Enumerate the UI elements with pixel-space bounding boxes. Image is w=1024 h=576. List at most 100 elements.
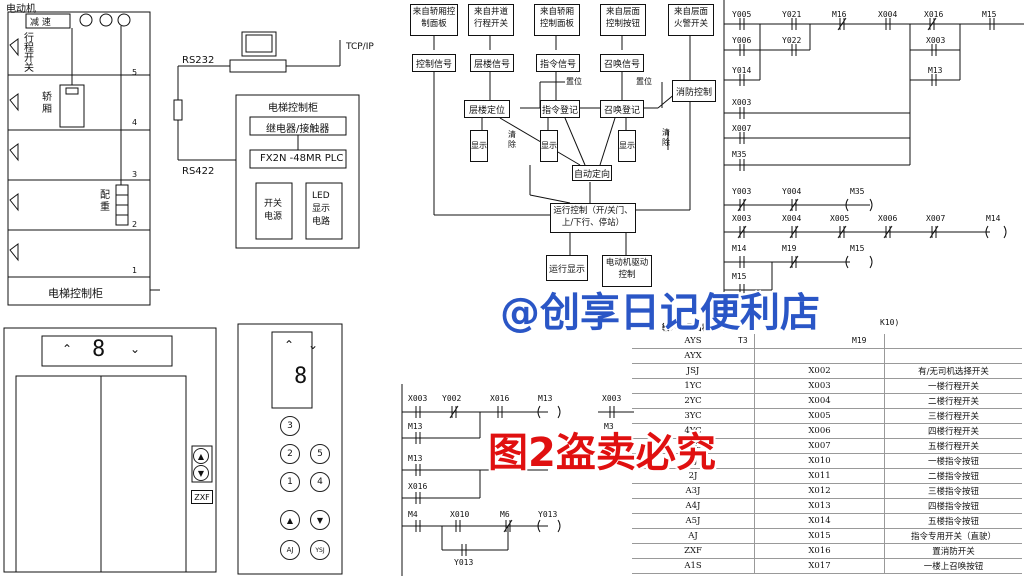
ladder-top-r8-5: M14 (986, 214, 1001, 223)
ladder-bot-r6-0: Y013 (454, 558, 474, 567)
landing-door-drawing (3, 327, 217, 573)
elevator-shaft-diagram: 电动机 减 速 行程开关 轿厢 配重 5 4 3 2 1 电梯控制柜 (0, 0, 160, 310)
io-table-cell: 二楼指令按钮 (884, 468, 1022, 484)
io-table-cell: 一楼上召唤按钮 (884, 558, 1022, 574)
watermark-copyright: 图2盗卖必究 (488, 430, 716, 476)
io-table-cell: A4J (632, 498, 755, 514)
command-signal: 指令信号 (536, 54, 580, 72)
car-label: 轿厢 (42, 92, 52, 115)
io-table-cell: AJ (632, 528, 755, 544)
cop-floor-button-3[interactable]: 3 (280, 416, 300, 436)
cop-floor-button-5[interactable]: 5 (310, 444, 330, 464)
io-table-cell: 二楼行程开关 (884, 393, 1022, 409)
floor-2: 2 (132, 220, 138, 229)
io-table-cell: 2J (632, 468, 755, 484)
ladder-top-r5-0: X007 (732, 124, 752, 133)
src-shaft-switch: 来自井道行程开关 (468, 4, 514, 36)
set-label-1: 置位 (566, 77, 582, 86)
ladder-bottom-drawing (401, 384, 634, 576)
run-control: 运行控制（开/关门、上/下行、停站） (550, 203, 636, 233)
ladder-bot-r3-0: M13 (408, 454, 423, 463)
ladder-top-r4-0: X003 (732, 98, 752, 107)
io-table-cell: 指令专用开关（直驶） (884, 528, 1022, 544)
command-register: 指令登记 (540, 100, 580, 118)
landing-call-down-button[interactable]: ▼ (193, 465, 209, 481)
motor-drive-control: 电动机驱动控制 (602, 255, 652, 287)
io-table-cell: A1S (632, 558, 755, 574)
io-table-cell (884, 334, 1022, 349)
cop-aj-button[interactable]: AJ (280, 540, 300, 560)
run-display: 运行显示 (546, 255, 588, 281)
ladder-bot-r4-0: X016 (408, 482, 428, 491)
counterweight-label: 配重 (100, 190, 110, 213)
cop-down-arrow-icon: ⌄ (308, 338, 319, 352)
limit-switch-label: 行程开关 (24, 33, 34, 74)
io-table-cell: X003 (754, 378, 885, 394)
call-register: 召唤登记 (600, 100, 644, 118)
cop-floor-button-1[interactable]: 1 (280, 472, 300, 492)
ladder-top-r3-0: Y014 (732, 66, 752, 75)
shaft-cabinet-label: 电梯控制柜 (48, 287, 103, 300)
ladder-top-r1-1: Y021 (782, 10, 802, 19)
clear-label-1: 清除 (508, 130, 516, 149)
ladder-top-r11-0: T3 (738, 336, 748, 345)
shaft-drawing (7, 11, 160, 306)
led-label: LED显示电路 (312, 191, 331, 227)
ladder-bot-r1-0: X003 (408, 394, 428, 403)
io-table-cell (884, 348, 1022, 364)
landing-call-up-button[interactable]: ▲ (193, 448, 209, 464)
landing-down-arrow-icon: ⌄ (130, 342, 141, 356)
io-table-cell: X011 (754, 468, 885, 484)
ladder-top-r7-1: Y004 (782, 187, 802, 196)
ladder-top-r1-4: X016 (924, 10, 944, 19)
watermark-store: @创享日记便利店 (500, 290, 820, 336)
ladder-top-k10: K10) (880, 318, 900, 327)
io-table-cell: 一楼指令按钮 (884, 453, 1022, 469)
cop-floor-button-2[interactable]: 2 (280, 444, 300, 464)
floor-3: 3 (132, 170, 138, 179)
ladder-bot-r1-2: X016 (490, 394, 510, 403)
ladder-bot-r5-0: M4 (408, 510, 418, 519)
ladder-bot-right-0: X003 (602, 394, 622, 403)
cop-ysj-button[interactable]: YSJ (310, 540, 330, 560)
ladder-top-r1-5: M15 (982, 10, 997, 19)
cop-floor-button-4[interactable]: 4 (310, 472, 330, 492)
ladder-top-r2-1: Y022 (782, 36, 802, 45)
ladder-top-r8-3: X006 (878, 214, 898, 223)
auto-direction: 自动定向 (572, 165, 612, 181)
io-table-cell: X004 (754, 393, 885, 409)
zxf-fire-switch[interactable]: ZXF (191, 490, 213, 504)
ladder-top-r3-1: M13 (928, 66, 943, 75)
landing-floor-digit: 8 (92, 337, 106, 362)
ladder-bot-r2-0: M13 (408, 422, 423, 431)
control-cabinet-diagram: RS232 RS422 TCP/IP 电梯控制柜 继电器/接触器 FX2N -4… (160, 0, 400, 300)
ladder-top-r8-0: X003 (732, 214, 752, 223)
ladder-bot-r5-1: X010 (450, 510, 470, 519)
cabinet-title: 电梯控制柜 (268, 103, 318, 114)
io-table-cell: X016 (754, 543, 885, 559)
src-fire-switch: 来自层面火警开关 (668, 4, 714, 36)
set-label-2: 置位 (636, 77, 652, 86)
ladder-bot-r5-2: M6 (500, 510, 510, 519)
ladder-bot-r1-3: M13 (538, 394, 553, 403)
ladder-bot-r5-3: Y013 (538, 510, 558, 519)
io-table-cell: A5J (632, 513, 755, 529)
cop-open-door-button[interactable]: ▲ (280, 510, 300, 530)
cop-close-door-button[interactable]: ▼ (310, 510, 330, 530)
ladder-top-r7-0: Y003 (732, 187, 752, 196)
ladder-top-r6-0: M35 (732, 150, 747, 159)
floor-5: 5 (132, 68, 138, 77)
io-table-cell: 1YC (632, 378, 755, 394)
io-table-cell: 置消防开关 (884, 543, 1022, 559)
ladder-top-r11-1: M19 (852, 336, 867, 345)
rs232-label: RS232 (182, 55, 215, 66)
display-3: 显示 (618, 130, 636, 162)
